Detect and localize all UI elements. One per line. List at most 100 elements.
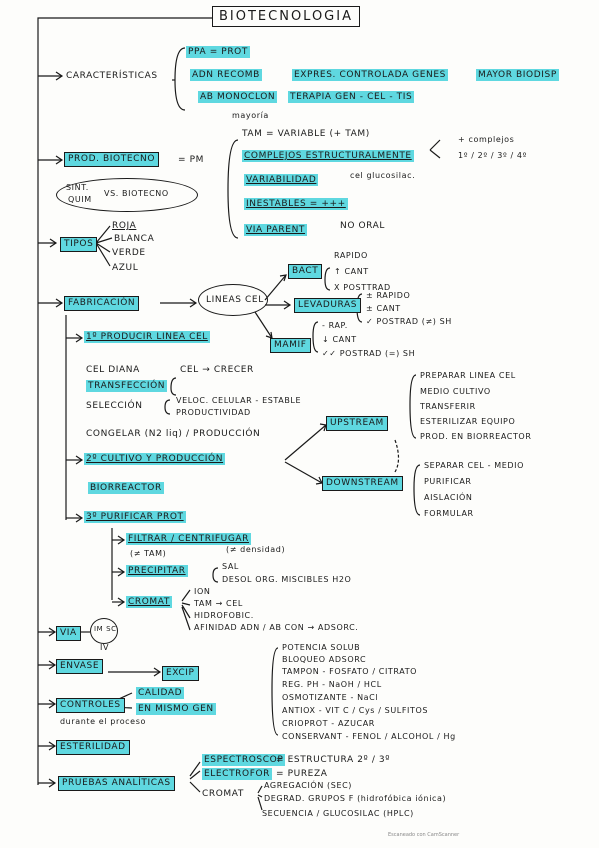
calidad: CALIDAD [136, 687, 185, 699]
filtrar-text: FILTRAR / CENTRIFUGAR [126, 533, 252, 545]
precipitar-text: PRECIPITAR [126, 565, 188, 577]
adn-recomb: ADN RECOMB [190, 69, 262, 81]
scanner-footer: Escaneado con CamScanner [388, 832, 460, 838]
mamif-rap: - RAP. [322, 321, 348, 330]
excip-item-8: CONSERVANT - FENOL / ALCOHOL / Hg [282, 732, 456, 741]
variabilidad-text: VARIABILIDAD [244, 174, 319, 186]
ab-monoclon-text: AB MONOCLON [198, 91, 278, 103]
bact-box: BACT [288, 264, 323, 279]
precipitar: PRECIPITAR [126, 565, 188, 577]
mamif-box: MAMIF [270, 338, 311, 353]
cromat-degrad: DEGRAD. GRUPOS F (hidrofóbica iónica) [264, 794, 447, 803]
mismo-gen: EN MISMO GEN [136, 703, 216, 715]
quim-label: QUIM [68, 195, 92, 204]
ab-monoclon: AB MONOCLON [198, 91, 278, 103]
mamif-posttrad: ✓✓ POSTRAD (=) SH [322, 349, 416, 358]
durante-proceso: durante el proceso [60, 717, 146, 726]
biodisp-text: MAYOR BIODISP [476, 69, 559, 81]
filtrar-densidad: (≠ densidad) [226, 545, 286, 554]
down-item-3: AISLACIÓN [424, 493, 473, 502]
lev-cant: ± CANT [366, 304, 401, 313]
envase-box: ENVASE [56, 659, 104, 674]
lineas-cel: LINEAS CEL [206, 295, 264, 305]
excip-item-6: ANTIOX - VIT C / Cys / SULFITOS [282, 706, 429, 715]
cel-gluc: cel glucosilac. [350, 171, 416, 180]
espectroscop: ESPECTROSCOP [202, 754, 286, 766]
calidad-text: CALIDAD [136, 687, 185, 699]
terapia-gen: TERAPIA GEN - CEL - TIS [288, 91, 415, 103]
bact-cant: ↑ CANT [334, 267, 369, 276]
transfeccion: TRANSFECCIÓN [86, 380, 168, 392]
via-iv: IV [100, 643, 110, 652]
mayoria-note: mayoría [232, 111, 269, 120]
esterilidad-box: ESTERILIDAD [56, 740, 130, 755]
paso-3-text: 3º PURIFICAR PROT [84, 511, 186, 523]
cromat-secuencia: SECUENCIA / GLUCOSILAC (HPLC) [262, 809, 414, 818]
down-item-4: FORMULAR [424, 509, 474, 518]
tipo-azul: AZUL [112, 263, 139, 273]
tam-variable: TAM = VARIABLE (+ TAM) [242, 129, 370, 139]
adn-recomb-text: ADN RECOMB [190, 69, 262, 81]
bact-rapido: RAPIDO [334, 251, 368, 260]
biorreactor-text: BIORREACTOR [88, 482, 164, 494]
sint-label: SINT. [66, 183, 89, 192]
seleccion: SELECCIÓN [86, 401, 143, 411]
down-item-1: SEPARAR CEL - MEDIO [424, 461, 524, 470]
levaduras-box: LEVADURAS [294, 298, 362, 313]
up-item-1: PREPARAR LINEA CEL [420, 371, 516, 380]
page-title: BIOTECNOLOGIA [212, 6, 360, 27]
cromat-purif-text: CROMAT [126, 596, 172, 608]
cromat-agregacion: AGREGACIÓN (SEC) [264, 781, 353, 790]
expres-genes-text: EXPRES. CONTROLADA GENES [292, 69, 448, 81]
congelar: CONGELAR (N2 liq) / PRODUCCIÓN [86, 429, 261, 439]
excip-item-7: CRIOPROT - AZUCAR [282, 719, 375, 728]
fabricacion-box: FABRICACIÓN [64, 296, 140, 311]
electroforesis-text: ELECTROFOR [202, 768, 273, 780]
up-item-4: ESTERILIZAR EQUIPO [420, 417, 516, 426]
downstream-box: DOWNSTREAM [322, 476, 403, 491]
lev-rapido: ± RAPIDO [366, 291, 411, 300]
im-sc-oval [90, 618, 118, 644]
paso-2: 2º CULTIVO Y PRODUCCIÓN [84, 453, 226, 465]
controles-box: CONTROLES [56, 698, 125, 713]
cromat-tam: TAM → CEL [194, 599, 243, 608]
paso-2-text: 2º CULTIVO Y PRODUCCIÓN [84, 453, 226, 465]
mamif-cant: ↓ CANT [322, 335, 357, 344]
electroforesis: ELECTROFOR [202, 768, 273, 780]
prod-pm: = PM [178, 155, 204, 165]
via-box: VIA [56, 626, 81, 641]
mas-complejos: + complejos [458, 135, 515, 144]
biodisp: MAYOR BIODISP [476, 69, 559, 81]
estructura: = ESTRUCTURA 2º / 3º [276, 755, 391, 765]
filtrar-tam: (≠ TAM) [130, 549, 167, 558]
excip-item-3: TAMPON - FOSFATO / CITRATO [282, 667, 418, 676]
cromat-pruebas: CROMAT [202, 789, 244, 799]
cromat-hidrofobic: HIDROFOBIC. [194, 611, 254, 620]
excip-box: EXCIP [162, 666, 199, 681]
excip-item-5: OSMOTIZANTE - NaCl [282, 693, 379, 702]
excip-item-4: REG. PH - NaOH / HCL [282, 680, 382, 689]
prod-biotecno-box: PROD. BIOTECNO [64, 152, 160, 167]
variabilidad: VARIABILIDAD [244, 174, 319, 186]
ppa-prot: PPA = PROT [186, 46, 250, 58]
veloc-celular: VELOC. CELULAR - ESTABLE [176, 396, 302, 405]
espectroscop-text: ESPECTROSCOP [202, 754, 286, 766]
terapia-gen-text: TERAPIA GEN - CEL - TIS [288, 91, 415, 103]
filtrar: FILTRAR / CENTRIFUGAR [126, 533, 252, 545]
tipo-roja: ROJA [112, 221, 137, 231]
up-item-3: TRANSFERIR [420, 402, 476, 411]
vs-biotecno: VS. BIOTECNO [104, 189, 169, 198]
biorreactor: BIORREACTOR [88, 482, 164, 494]
precipitar-sal: SAL [222, 562, 239, 571]
up-item-5: PROD. EN BIORREACTOR [420, 432, 532, 441]
ppa-prot-text: PPA = PROT [186, 46, 250, 58]
down-item-2: PURIFICAR [424, 477, 472, 486]
complejos: COMPLEJOS ESTRUCTURALMENTE [242, 150, 414, 162]
caracteristicas-heading: CARACTERÍSTICAS [66, 71, 158, 81]
precipitar-desol: DESOL ORG. MISCIBLES H2O [222, 575, 352, 584]
tipo-verde: VERDE [112, 248, 146, 258]
up-item-2: MEDIO CULTIVO [420, 387, 491, 396]
mismo-gen-text: EN MISMO GEN [136, 703, 216, 715]
